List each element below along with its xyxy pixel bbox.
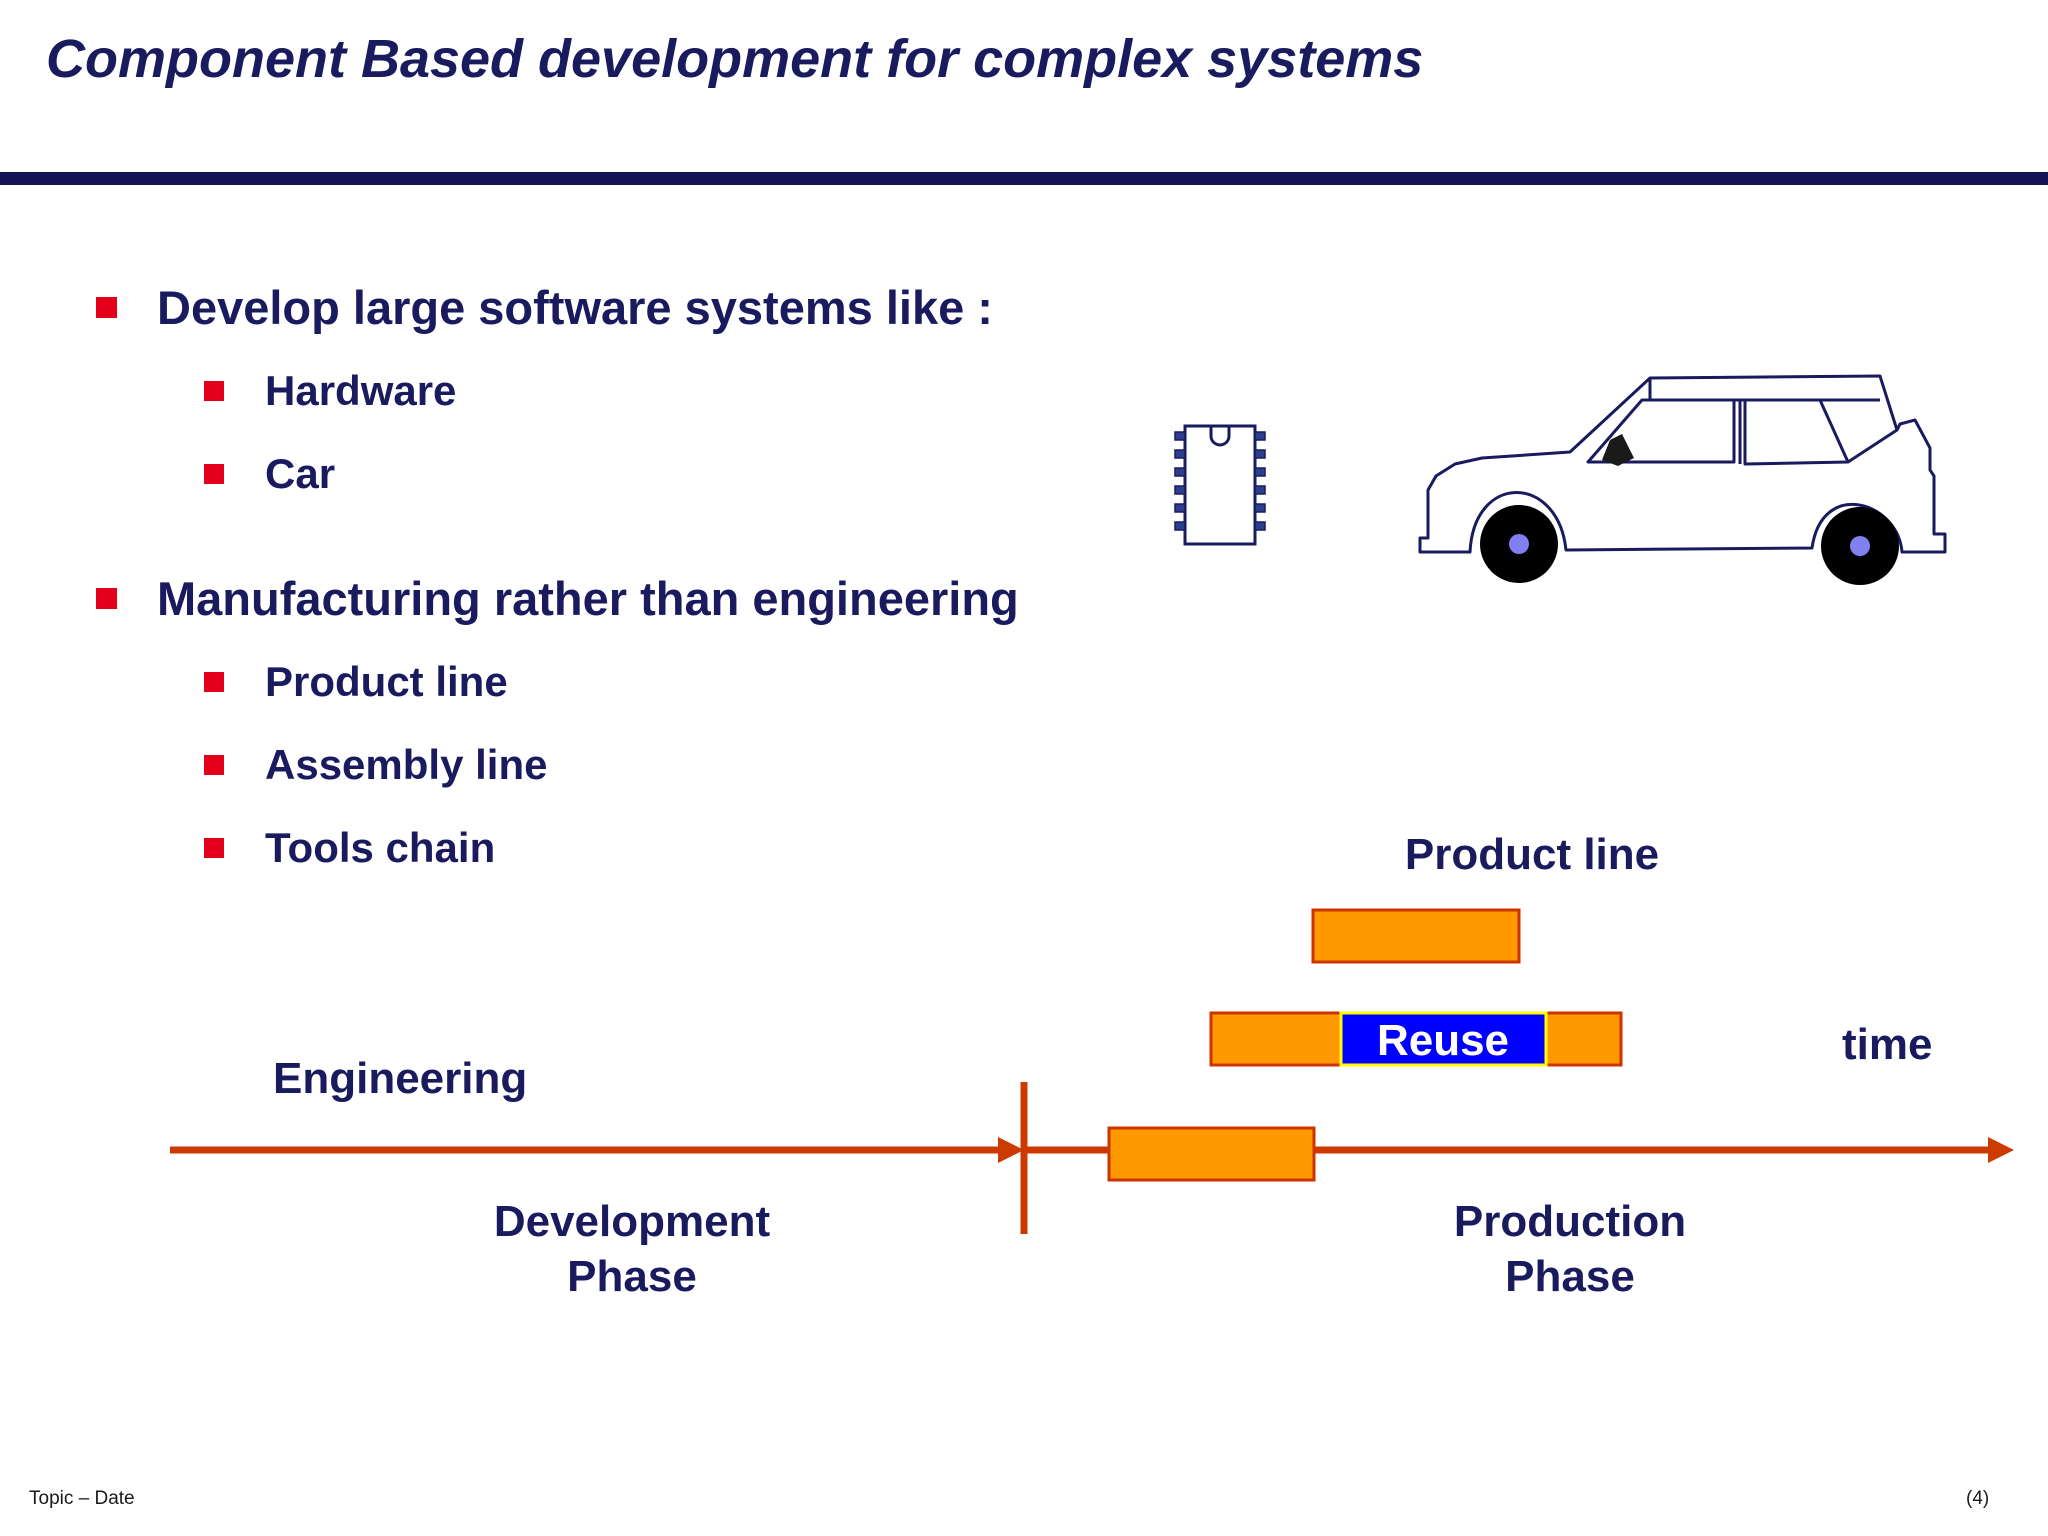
bullet-square-icon (96, 588, 117, 609)
bullet-item: Manufacturing rather than engineering (96, 571, 1019, 626)
bullet-text: Hardware (265, 367, 457, 414)
sub-bullet-item: Assembly line (204, 741, 547, 789)
time-label: time (1842, 1020, 1933, 1069)
bullet-text: Manufacturing rather than engineering (157, 572, 1019, 625)
sub-bullet-item: Product line (204, 658, 508, 706)
bullet-square-icon (96, 297, 117, 318)
reuse-label: Reuse (1377, 1016, 1509, 1065)
product-line-bar (1311, 908, 1521, 964)
sub-bullet-item: Car (204, 450, 335, 498)
bullet-text: Car (265, 450, 336, 497)
bullet-square-icon (204, 755, 224, 775)
footer-topic-date: Topic – Date (29, 1488, 135, 1509)
page-number: (4) (1966, 1488, 1990, 1509)
product-line-label: Product line (1404, 830, 1660, 879)
axis-bar (1107, 1126, 1316, 1182)
engineering-label: Engineering (273, 1054, 528, 1103)
sub-bullet-item: Hardware (204, 367, 456, 415)
bullet-text: Develop large software systems like : (157, 281, 993, 334)
car-icon (1418, 374, 1947, 585)
bullet-square-icon (204, 672, 224, 692)
slide-title: Component Based development for complex … (46, 29, 1424, 89)
bullet-square-icon (204, 464, 224, 484)
bullet-square-icon (204, 838, 224, 858)
bullet-square-icon (204, 381, 224, 401)
production-phase-label: Production Phase (1453, 1197, 1687, 1301)
bullet-text: Assembly line (265, 741, 548, 788)
reuse-box (1339, 1011, 1548, 1067)
bullet-item: Develop large software systems like : (96, 280, 993, 335)
chip-icon (1174, 424, 1266, 546)
title-divider (0, 172, 2048, 185)
bullet-text: Tools chain (265, 824, 496, 871)
bullet-text: Product line (265, 658, 508, 705)
development-phase-label: Development Phase (493, 1197, 771, 1301)
sub-bullet-item: Tools chain (204, 824, 495, 872)
